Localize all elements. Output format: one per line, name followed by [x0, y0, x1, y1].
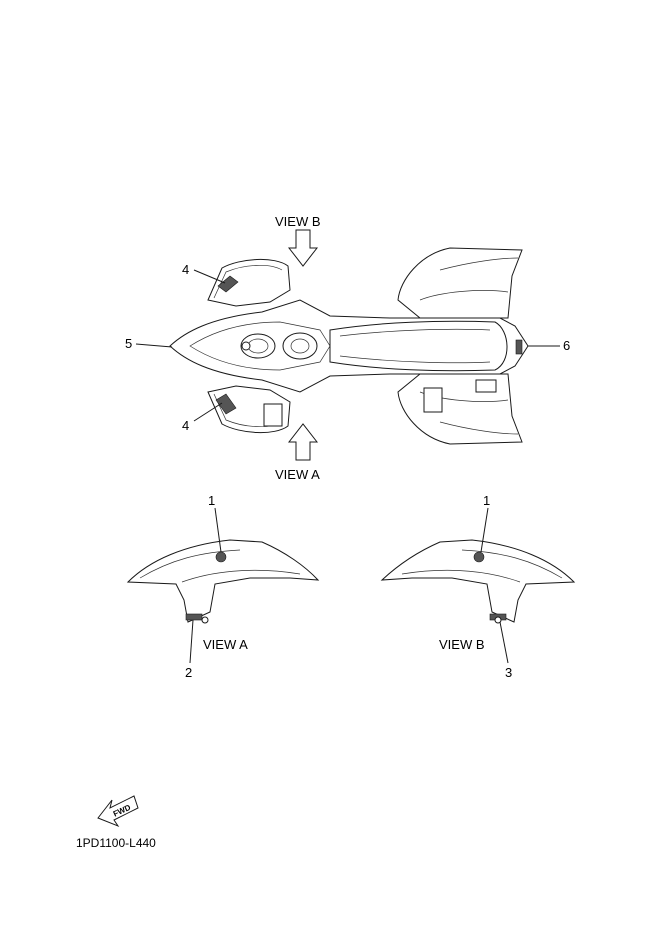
fwd-arrow-icon: FWD: [97, 795, 139, 828]
view-a-top-label: VIEW A: [275, 467, 320, 482]
callout-2: 2: [185, 665, 193, 680]
callout-6: 6: [563, 338, 571, 353]
callout-5: 5: [125, 336, 133, 351]
view-a-side-label: VIEW A: [203, 637, 248, 652]
fender-view-a: [126, 539, 320, 624]
figure-code: 1PD1100-L440: [76, 836, 156, 850]
callout-4-upper: 4: [182, 262, 190, 277]
fender-view-b: [380, 539, 576, 624]
callout-1-left: 1: [208, 493, 216, 508]
view-b-side-label: VIEW B: [439, 637, 485, 652]
callout-1-right: 1: [483, 493, 491, 508]
atv-top-view: [169, 247, 529, 445]
callout-4-lower: 4: [182, 418, 190, 433]
view-b-arrow: [287, 229, 319, 267]
view-a-arrow: [287, 423, 319, 461]
leader-lines: [135, 269, 560, 664]
view-b-top-label: VIEW B: [275, 214, 321, 229]
callout-3: 3: [505, 665, 513, 680]
